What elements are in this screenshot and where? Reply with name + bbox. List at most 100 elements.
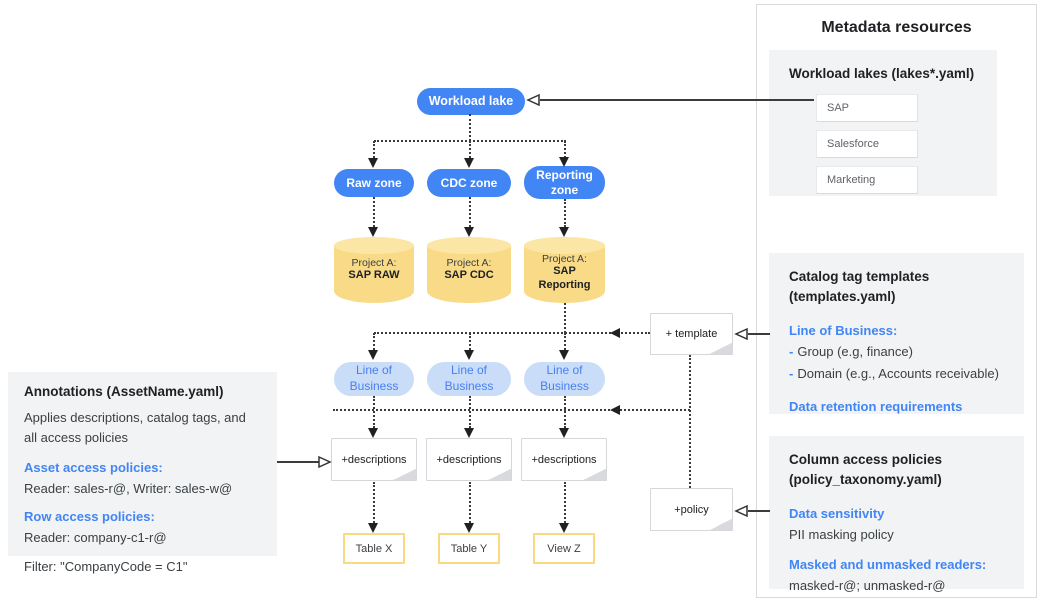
arrowhead-down-icon (559, 350, 569, 360)
arrowhead-down-icon (464, 523, 474, 533)
arrowhead-down-icon (464, 428, 474, 438)
raw-zone-node: Raw zone (334, 169, 414, 197)
cdc-zone-node: CDC zone (427, 169, 511, 197)
descriptions-label: +descriptions (531, 453, 597, 466)
open-arrowhead-left-icon (734, 327, 748, 341)
project-sap-cdc-cylinder: Project A: SAP CDC (427, 237, 511, 303)
connector-lake-branch (469, 114, 471, 141)
arrowhead-down-icon (464, 158, 474, 168)
lake-card-salesforce: Salesforce (816, 130, 918, 158)
arrowhead-down-icon (368, 227, 378, 237)
connector-annotations-to-descriptions (277, 461, 319, 463)
connector-to-lob (469, 333, 471, 350)
data-sensitivity-body: PII masking policy (789, 527, 894, 542)
connector-to-lob (564, 333, 566, 350)
project-label: Project A: (351, 257, 397, 269)
section-title-line1: Catalog tag templates (789, 269, 930, 284)
lake-card-label: Salesforce (827, 138, 879, 150)
reporting-zone-node: Reporting zone (524, 166, 605, 199)
workload-lakes-section: Workload lakes (lakes*.yaml) SAP Salesfo… (769, 50, 997, 196)
descriptions-label: +descriptions (341, 453, 407, 466)
section-title: Workload lakes (lakes*.yaml) (789, 66, 975, 81)
metadata-resources-panel: Metadata resources Workload lakes (lakes… (756, 4, 1037, 598)
arrowhead-down-icon (368, 158, 378, 168)
connector-template-to-descriptions-row (333, 409, 690, 411)
lake-card-marketing: Marketing (816, 166, 918, 194)
arrowhead-down-icon (559, 227, 569, 237)
table-x-node: Table X (343, 533, 405, 564)
project-sap-raw-cylinder: Project A: SAP RAW (334, 237, 414, 303)
open-arrowhead-left-icon (734, 504, 748, 518)
section-title-line1: Column access policies (789, 452, 943, 467)
workload-lake-node: Workload lake (417, 88, 525, 115)
project-name: SAP RAW (348, 269, 400, 281)
connector-zone-to-project (373, 197, 375, 227)
retention-heading: Data retention requirements (789, 399, 963, 414)
connector-to-raw-zone (373, 141, 375, 158)
template-bullet: -Domain (e.g., Accounts receivable) (789, 363, 1012, 385)
connector-lob-to-descriptions (564, 396, 566, 428)
project-label: Project A: (446, 257, 492, 269)
lob-label: Line of Business (540, 363, 589, 393)
view-z-node: View Z (533, 533, 595, 564)
lob-heading: Line of Business: (789, 323, 898, 338)
raw-zone-label: Raw zone (346, 175, 402, 190)
column-policies-section: Column access policies (policy_taxonomy.… (769, 436, 1024, 593)
bullet-text: Group (e.g, finance) (797, 344, 913, 359)
lob-tag-3: Line of Business (524, 362, 605, 396)
workload-lake-label: Workload lake (428, 94, 514, 108)
connector-zone-to-project (469, 197, 471, 227)
connector-template-to-policy (689, 355, 691, 488)
arrowhead-down-icon (368, 523, 378, 533)
data-sensitivity-heading: Data sensitivity (789, 506, 885, 521)
connector-templates-section-to-note (748, 333, 770, 335)
descriptions-label: +descriptions (436, 453, 502, 466)
project-name: SAP CDC (444, 269, 494, 281)
connector-to-reporting-zone (564, 141, 566, 158)
connector-sap-to-lake (540, 99, 814, 101)
arrowhead-down-icon (464, 227, 474, 237)
policy-note: +policy (650, 488, 733, 531)
connector-descriptions-to-table (564, 482, 566, 523)
descriptions-note-3: +descriptions (521, 438, 607, 481)
lob-tag-1: Line of Business (334, 362, 414, 396)
descriptions-note-1: +descriptions (331, 438, 417, 481)
bullet-dash: - (789, 344, 794, 359)
project-label: Project A: (542, 253, 587, 265)
section-title-line2: (templates.yaml) (789, 289, 896, 304)
lake-card-label: SAP (827, 102, 850, 114)
lob-tag-2: Line of Business (427, 362, 511, 396)
bullet-dash: - (789, 366, 794, 381)
asset-policies-heading: Asset access policies: (24, 460, 163, 475)
bullet-text: Domain (e.g., Accounts receivable) (797, 366, 999, 381)
table-y-node: Table Y (438, 533, 500, 564)
arrowhead-down-icon (368, 350, 378, 360)
open-arrowhead-right-icon (318, 455, 332, 469)
connector-lob-to-descriptions (469, 396, 471, 428)
masked-readers-body: masked-r@; unmasked-r@ (789, 578, 946, 593)
connector-to-lob (373, 333, 375, 350)
template-label: + template (665, 328, 718, 340)
arrowhead-down-icon (464, 350, 474, 360)
connector-policies-section-to-note (748, 510, 770, 512)
connector-lob-to-descriptions (373, 396, 375, 428)
asset-policies-body: Reader: sales-r@, Writer: sales-w@ (24, 481, 233, 496)
annotations-title: Annotations (AssetName.yaml) (24, 384, 224, 399)
policy-label: +policy (674, 503, 709, 516)
table-x-label: Table X (355, 542, 393, 555)
panel-title: Metadata resources (821, 19, 972, 36)
descriptions-note-2: +descriptions (426, 438, 512, 481)
annotations-description: Applies descriptions, catalog tags, and … (24, 410, 246, 445)
connector-zone-to-project (564, 199, 566, 227)
cdc-zone-label: CDC zone (440, 175, 498, 190)
reporting-zone-label: Reporting zone (536, 168, 593, 197)
lake-card-label: Marketing (827, 174, 876, 186)
row-policies-heading: Row access policies: (24, 509, 155, 524)
lake-card-sap: SAP (816, 94, 918, 122)
lob-label: Line of Business (444, 363, 494, 393)
filter-line: Filter: "CompanyCode = C1" (24, 559, 188, 574)
connector-to-cdc-zone (469, 141, 471, 158)
template-bullet: -Group (e.g, finance) (789, 341, 1012, 363)
template-note: + template (650, 313, 733, 355)
